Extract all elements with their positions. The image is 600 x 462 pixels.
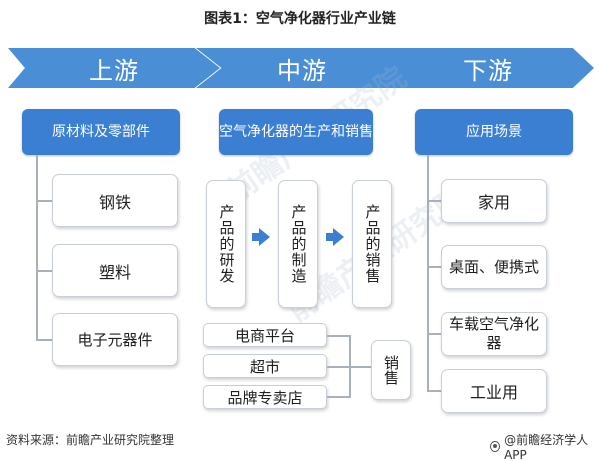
upstream-connector-branch (36, 339, 52, 341)
upstream-header: 原材料及零部件 (22, 109, 180, 155)
upstream-connector-branch (36, 270, 52, 272)
upstream-item-steel: 钢铁 (52, 174, 178, 227)
downstream-connector-branch (427, 333, 441, 335)
channel-bracket-branch (327, 335, 351, 337)
downstream-item-portable: 桌面、便携式 (441, 245, 547, 289)
right-arrow-icon (259, 228, 270, 246)
process-arrow-stem (252, 233, 260, 241)
downstream-item-household: 家用 (441, 179, 547, 223)
upstream-connector-branch (36, 200, 52, 202)
midstream-step-manufacture: 产品的制造 (278, 180, 318, 308)
midstream-step-sales: 产品的销售 (352, 180, 392, 308)
channel-ecommerce: 电商平台 (203, 323, 327, 347)
brand-credit-text: @前瞻经济学人APP (504, 433, 589, 462)
stage-downstream: 下游 (382, 48, 594, 88)
downstream-connector-branch (427, 200, 441, 202)
upstream-item-electronics: 电子元器件 (52, 313, 178, 366)
upstream-connector-trunk (36, 155, 38, 341)
channel-brand-store: 品牌专卖店 (203, 385, 327, 409)
diagram-title: 图表1：空气净化器行业产业链 (204, 11, 396, 27)
process-arrow-stem (326, 233, 334, 241)
midstream-step-rnd: 产品的研发 (206, 180, 246, 308)
downstream-item-vehicle: 车载空气净化器 (441, 312, 547, 356)
channel-bracket-branch (327, 396, 351, 398)
sales-box: 销售 (371, 340, 411, 400)
midstream-header: 空气净化器的生产和销售 (219, 109, 373, 155)
downstream-item-industrial: 工业用 (441, 369, 547, 413)
brand-logo-icon (490, 441, 501, 452)
stage-midstream: 中游 (196, 48, 408, 88)
upstream-item-plastic: 塑料 (52, 244, 178, 297)
brand-credit: @前瞻经济学人APP (490, 431, 600, 462)
downstream-connector-branch (427, 390, 441, 392)
right-arrow-icon (333, 228, 344, 246)
stage-upstream: 上游 (8, 48, 220, 88)
source-note: 资料来源：前瞻产业研究院整理 (6, 433, 175, 447)
downstream-connector-trunk (427, 155, 429, 392)
downstream-connector-branch (427, 266, 441, 268)
channel-bracket-branch (327, 366, 371, 368)
downstream-header: 应用场景 (415, 109, 573, 155)
channel-supermarket: 超市 (203, 354, 327, 378)
